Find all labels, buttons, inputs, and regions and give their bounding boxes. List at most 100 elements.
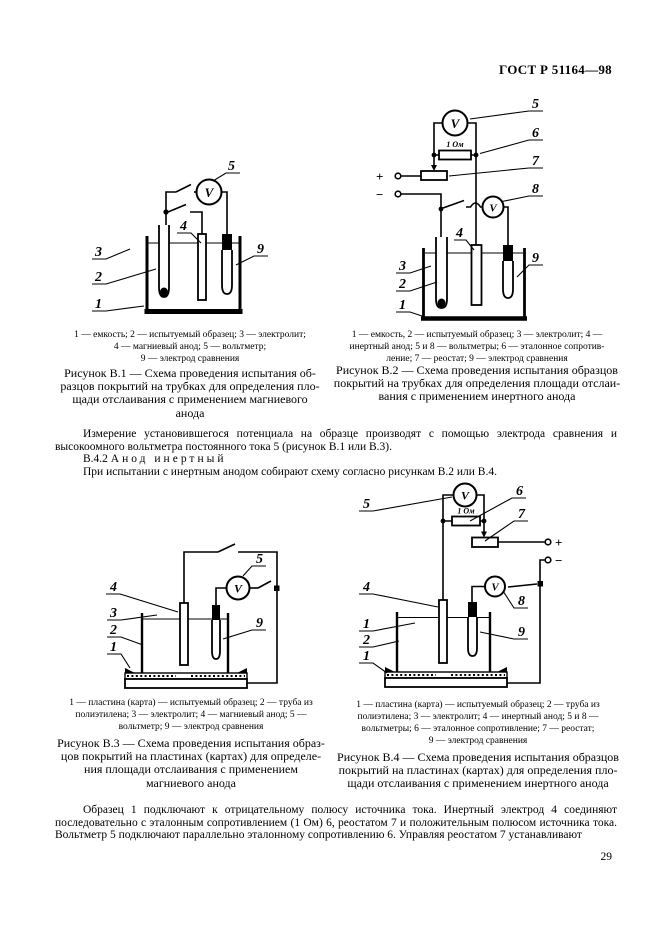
- svg-text:−: −: [555, 553, 562, 568]
- legend-line: 1 — емкость; 2 — испытуемый образец; 3 —…: [74, 330, 306, 340]
- voltmeter-icon: V: [225, 575, 251, 601]
- caption-line: покрытий на пластинах (картах) для опред…: [338, 763, 618, 778]
- legend-line: 1 — пластина (карта) — испытуемый образе…: [356, 700, 600, 710]
- legend-line: вольтметры; 6 — эталонное сопротивление;…: [361, 724, 595, 734]
- junction-dot: [481, 518, 487, 524]
- label-1: 1: [399, 298, 406, 313]
- label-9: 9: [257, 242, 264, 257]
- legend-line: 9 — электрод сравнения: [428, 736, 528, 746]
- label-2: 2: [109, 623, 117, 638]
- clause-heading: В.4.2 Анод инертный: [55, 453, 617, 466]
- svg-text:V: V: [491, 582, 500, 594]
- contact-square: [537, 581, 543, 587]
- legend-line: 4 — магниевый анод; 5 — вольтметр;: [113, 342, 267, 352]
- reference-electrode: [211, 605, 221, 660]
- svg-text:1 Ом: 1 Ом: [446, 140, 464, 149]
- junction-dot: [473, 152, 479, 158]
- svg-text:V: V: [489, 203, 498, 215]
- legend-line: вольтметр; 9 — электрод сравнения: [118, 722, 264, 732]
- voltmeter-icon: V: [195, 178, 223, 206]
- label-7: 7: [518, 507, 526, 522]
- label-8: 8: [532, 182, 539, 197]
- switch-icon: [257, 580, 272, 589]
- caption-line: Рисунок В.4 — Схема проведения испытания…: [337, 750, 619, 764]
- caption-line: Рисунок В.1 — Схема проведения испытания…: [64, 366, 316, 380]
- caption-line: покрытий на трубках для определения площ…: [333, 376, 621, 391]
- plus-terminal: +: [376, 169, 402, 184]
- reference-electrode: [221, 234, 233, 295]
- body-text-middle: Измерение установившегося потенциала на …: [55, 428, 617, 478]
- label-9: 9: [518, 625, 525, 640]
- inert-anode: [438, 599, 448, 664]
- reference-electrode: [502, 245, 514, 299]
- junction-dot: [163, 209, 169, 215]
- specimen-plate: [124, 668, 248, 689]
- figure-b3-legend: 1 — пластина (карта) — испытуемый образе…: [57, 697, 325, 733]
- junction-dot: [440, 518, 446, 524]
- caption-line: Рисунок В.2 — Схема проведения испытания…: [336, 363, 618, 377]
- label-2: 2: [362, 633, 370, 648]
- voltmeter-icon: V: [441, 109, 469, 137]
- caption-line: разцов покрытий на трубках для определен…: [60, 379, 320, 394]
- label-4: 4: [455, 226, 463, 241]
- voltmeter-icon: V: [484, 575, 506, 598]
- label-9: 9: [532, 251, 539, 266]
- voltmeter-icon: V: [481, 195, 505, 219]
- svg-text:+: +: [376, 169, 383, 184]
- svg-text:V: V: [234, 582, 243, 596]
- legend-line: инертный анод; 5 и 8 — вольтметры; 6 — э…: [349, 342, 605, 352]
- label-3: 3: [109, 606, 117, 621]
- leader-lines: [359, 496, 528, 674]
- switch-icon: [217, 543, 236, 553]
- leader-lines: [92, 172, 268, 312]
- caption-line: цов покрытий на пластинах (картах) для о…: [60, 749, 322, 764]
- caption-line: магниевого анода: [146, 775, 236, 790]
- voltmeter-icon: V: [452, 482, 478, 508]
- minus-terminal: −: [544, 553, 562, 568]
- caption-line: щади отслаивания с применением магниевог…: [72, 392, 308, 407]
- reference-resistor-icon: 1 Ом: [438, 140, 472, 161]
- switch-icon: [507, 583, 538, 588]
- figure-b1-caption: Рисунок В.1 — Схема проведения испытания…: [57, 366, 323, 420]
- svg-text:V: V: [205, 185, 215, 200]
- specimen-tube: [435, 237, 448, 309]
- caption-line: щади отслаивания с применением инертного…: [347, 776, 609, 791]
- legend-line: полиэтилена; 3 — электролит; 4 — магниев…: [75, 710, 307, 720]
- specimen-plate: [384, 667, 508, 688]
- figure-b1-schematic: V 5 4 9 3 2: [92, 159, 268, 314]
- svg-text:V: V: [461, 489, 470, 503]
- label-6: 6: [532, 126, 539, 141]
- caption-line: анода: [175, 405, 205, 420]
- body-text-bottom: Образец 1 подключают к отрицательному по…: [55, 804, 617, 842]
- paragraph: При испытании с инертным анодом собирают…: [83, 465, 497, 478]
- contact-square: [274, 585, 280, 591]
- legend-line: 9 — электрод сравнения: [140, 354, 240, 364]
- label-2: 2: [398, 277, 406, 292]
- junction-dot: [431, 152, 437, 158]
- caption-line: Рисунок В.3 — Схема проведения испытания…: [57, 736, 325, 750]
- magnesium-anode: [179, 602, 189, 666]
- paragraph: Измерение установившегося потенциала на …: [55, 428, 617, 453]
- legend-line: ление; 7 — реостат; 9 — электрод сравнен…: [386, 354, 568, 364]
- page-number: 29: [600, 851, 613, 863]
- position-numbers: 5 4 9 3 2 1: [109, 552, 263, 655]
- figure-b2-schematic: V V 1 Ом + −: [376, 97, 543, 321]
- slider-arrow-icon: [431, 165, 437, 171]
- magnesium-anode: [197, 233, 207, 301]
- label-6: 6: [516, 484, 523, 499]
- legend-line: полиэтилена; 3 — электролит; 4 — инертны…: [357, 712, 599, 722]
- svg-text:−: −: [376, 187, 383, 202]
- label-8: 8: [518, 594, 525, 609]
- rheostat-icon: [471, 531, 499, 548]
- caption-line: ния площади отслаивания с применением: [84, 762, 298, 777]
- leader-lines: [396, 110, 543, 317]
- label-9: 9: [256, 616, 263, 631]
- legend-line: 1 — пластина (карта) — испытуемый образе…: [69, 698, 313, 708]
- figure-b2-legend: 1 — емкость, 2 — испытуемый образец; 3 —…: [332, 329, 622, 365]
- figure-b4-caption: Рисунок В.4 — Схема проведения испытания…: [332, 750, 624, 791]
- specimen-tube: [158, 225, 170, 298]
- label-5: 5: [532, 97, 539, 112]
- wires: [183, 543, 278, 684]
- plus-terminal: +: [544, 535, 562, 550]
- position-numbers: 5 4 9 3 2 1: [94, 159, 264, 312]
